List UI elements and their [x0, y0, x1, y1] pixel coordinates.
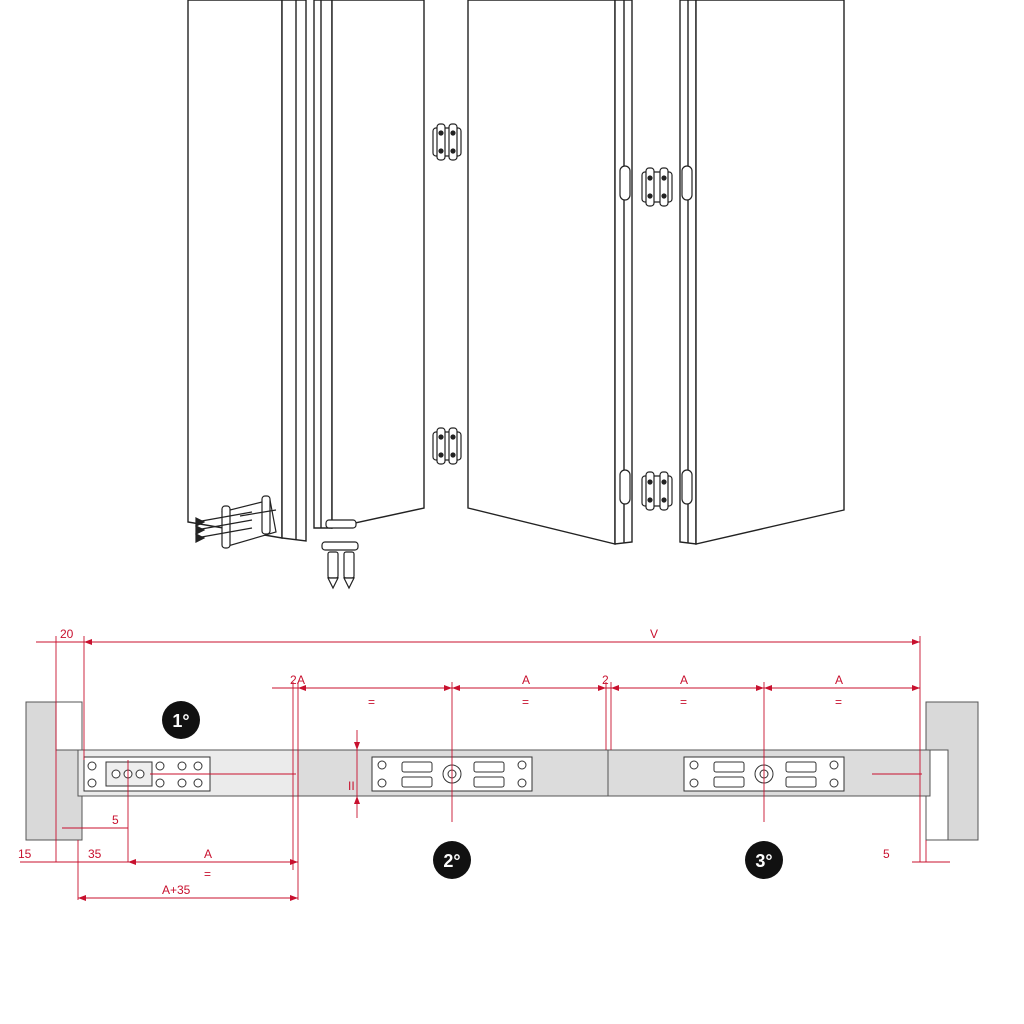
dim-label-wall-clearance: 15 [18, 847, 32, 861]
dim-small-gap-mark: II [348, 779, 355, 793]
door-panel-4 [679, 0, 845, 545]
door-panel-3 [467, 0, 633, 545]
dim-label-first-panel: A [204, 847, 212, 861]
dim-label-gap-second: 2 [602, 673, 609, 687]
door-panel-2 [313, 0, 425, 529]
floor-bracket [195, 495, 277, 549]
hinge-upper-left [432, 123, 462, 161]
dim-label-gap-first-suffix: A [297, 673, 305, 687]
wall-right [925, 701, 979, 841]
wall-left [25, 701, 83, 841]
dimension-arrows [78, 639, 920, 901]
pivot-pin [321, 519, 359, 590]
dim-equal-mark-3a: = [680, 695, 687, 709]
step-badge-3: 3° [745, 841, 783, 879]
dim-label-pivot-offset: 5 [112, 813, 119, 827]
svg-text:2°: 2° [443, 851, 460, 871]
hinge-lower-right [619, 469, 693, 511]
step-badge-2: 2° [433, 841, 471, 879]
dim-label-panel-span-3a: A [680, 673, 688, 687]
svg-text:1°: 1° [172, 711, 189, 731]
dim-label-panel-span-3b: A [835, 673, 843, 687]
dim-equal-mark-2b: = [522, 695, 529, 709]
folding-door-illustration [187, 0, 845, 545]
dim-label-total: V [650, 627, 658, 641]
dim-equal-mark-2a: = [368, 695, 375, 709]
hinge-upper-right [619, 165, 693, 207]
dim-label-first-panel-total: A+35 [162, 883, 191, 897]
hinge-lower-left [432, 427, 462, 465]
step-badge-1: 1° [162, 701, 200, 739]
svg-text:3°: 3° [755, 851, 772, 871]
dim-label-top-left-offset: 20 [60, 627, 74, 641]
door-panel-1 [187, 0, 307, 542]
dim-label-end-offset-right: 5 [883, 847, 890, 861]
dim-label-panel-span-2b: A [522, 673, 530, 687]
dim-label-bracket-offset: 35 [88, 847, 102, 861]
dim-equal-mark-first: = [204, 867, 211, 881]
dim-equal-mark-3b: = [835, 695, 842, 709]
dim-label-gap-first: 2 [290, 673, 297, 687]
